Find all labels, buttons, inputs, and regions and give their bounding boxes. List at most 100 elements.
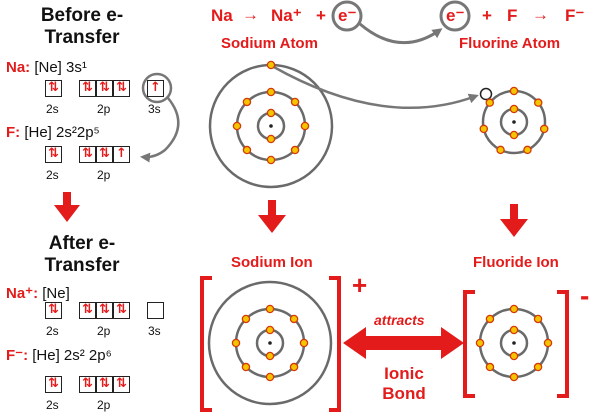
electron-spin-arrow: ⇅ — [99, 302, 110, 317]
attraction-arrow — [343, 327, 464, 359]
eq-plus-2: + — [482, 6, 492, 25]
electron-spin-arrow: ⇅ — [99, 376, 110, 391]
na-orbital-box: ↑ — [147, 80, 164, 97]
electron — [265, 372, 275, 382]
electron — [479, 124, 489, 134]
electron — [289, 362, 299, 372]
eq-electron-2: e⁻ — [446, 6, 465, 25]
electron-spin-arrow: ⇅ — [116, 80, 127, 95]
na-ion-orbital-box: ⇅ — [96, 302, 113, 319]
na-ion-orbital-box: ⇅ — [113, 302, 130, 319]
equation-electron-circle-left — [331, 0, 363, 32]
electron — [485, 98, 495, 107]
na-label-2s: 2s — [46, 102, 59, 116]
electron-spin-arrow: ↑ — [116, 146, 127, 161]
electron-spin-arrow: ⇅ — [48, 302, 59, 317]
na-ion-label-3s: 3s — [148, 324, 161, 338]
eq-na: Na — [211, 6, 233, 25]
f-ion-orbital-box: ⇅ — [96, 376, 113, 393]
eq-arrow-2: → — [532, 5, 549, 24]
na-config-line: Na: [Ne] 3s¹ — [6, 59, 87, 76]
transferred-electron-target — [479, 87, 493, 101]
electron — [266, 155, 276, 165]
orbital-transfer-arrow — [140, 97, 180, 163]
na-config: [Ne] 3s¹ — [34, 59, 87, 76]
down-arrow-sodium — [258, 200, 286, 233]
na-3s-circle — [141, 72, 173, 104]
down-arrow-left — [54, 192, 80, 222]
electron — [533, 314, 543, 324]
f-ion-label-2s: 2s — [46, 398, 59, 412]
eq-f-minus: F⁻ — [565, 6, 585, 25]
sodium-ion-charge: + — [352, 270, 368, 300]
electron-spin-arrow: ⇅ — [82, 302, 93, 317]
ionic-bond-label: Ionic Bond — [382, 364, 426, 403]
electron-spin-arrow: ⇅ — [116, 376, 127, 391]
f-label-2s: 2s — [46, 168, 59, 182]
electron — [509, 351, 519, 361]
electron — [241, 314, 251, 324]
electron — [265, 325, 275, 335]
f-label: F: — [6, 124, 21, 141]
f-config: [He] 2s²2p⁵ — [24, 124, 100, 141]
attracts-label: attracts — [374, 312, 425, 328]
fluoride-bracket-left — [463, 290, 475, 398]
na-ion-label: Na⁺: — [6, 285, 39, 302]
fluoride-bracket-right — [557, 290, 569, 398]
sodium-bracket-right — [329, 276, 341, 412]
electron — [533, 362, 543, 372]
f-config-line: F: [He] 2s²2p⁵ — [6, 124, 100, 141]
electron-spin-arrow: ⇅ — [48, 146, 59, 161]
down-arrow-fluorine — [500, 204, 528, 237]
electron — [265, 304, 275, 314]
electron — [485, 362, 495, 372]
electron — [299, 338, 309, 348]
eq-f: F — [507, 6, 518, 25]
electron — [232, 121, 242, 131]
electron — [266, 60, 276, 70]
electron — [509, 86, 519, 96]
na-orbital-box: ⇅ — [113, 80, 130, 97]
electron-spin-arrow: ⇅ — [99, 80, 110, 95]
electron — [509, 304, 519, 314]
electron — [523, 145, 532, 155]
equation-transfer-arrow — [359, 22, 443, 44]
electron — [289, 314, 299, 324]
sodium-atom-title: Sodium Atom — [221, 35, 318, 52]
electrons — [231, 60, 553, 382]
na-label-3s: 3s — [148, 102, 161, 116]
electron-spin-arrow: ⇅ — [82, 80, 93, 95]
fluoride-ion-title: Fluoride Ion — [473, 254, 559, 271]
electron — [242, 145, 252, 155]
electron — [543, 338, 553, 348]
na-ion-orbital-box: ⇅ — [79, 302, 96, 319]
electron — [265, 351, 275, 361]
na-orbital-box: ⇅ — [45, 80, 62, 97]
electron-spin-arrow: ⇅ — [48, 80, 59, 95]
electron — [266, 134, 276, 144]
eq-electron-1: e⁻ — [338, 6, 357, 25]
equation-electron-circle-right — [439, 0, 471, 32]
f-orbital-box: ⇅ — [96, 146, 113, 163]
na-ion-config: [Ne] — [42, 285, 70, 302]
f-ion-orbital-box: ⇅ — [45, 376, 62, 393]
na-orbital-box: ⇅ — [79, 80, 96, 97]
electron — [241, 362, 251, 372]
fluorine-atom-title: Fluorine Atom — [459, 35, 561, 52]
na-ion-config-line: Na⁺: [Ne] — [6, 284, 70, 302]
f-label-2p: 2p — [97, 168, 111, 182]
electron — [300, 121, 310, 131]
na-ion-label-2p: 2p — [97, 324, 111, 338]
before-heading: Before e- Transfer — [40, 5, 124, 48]
electron — [533, 98, 543, 107]
sodium-bracket-left — [200, 276, 212, 412]
after-heading: After e- Transfer — [44, 233, 120, 276]
eq-plus-1: + — [316, 6, 326, 25]
eq-na-plus: Na⁺ — [271, 6, 302, 25]
fluoride-ion-charge: - — [580, 280, 590, 311]
electron-spin-arrow: ⇅ — [48, 376, 59, 391]
electron — [242, 97, 252, 107]
electron — [231, 338, 241, 348]
f-orbital-box: ⇅ — [79, 146, 96, 163]
